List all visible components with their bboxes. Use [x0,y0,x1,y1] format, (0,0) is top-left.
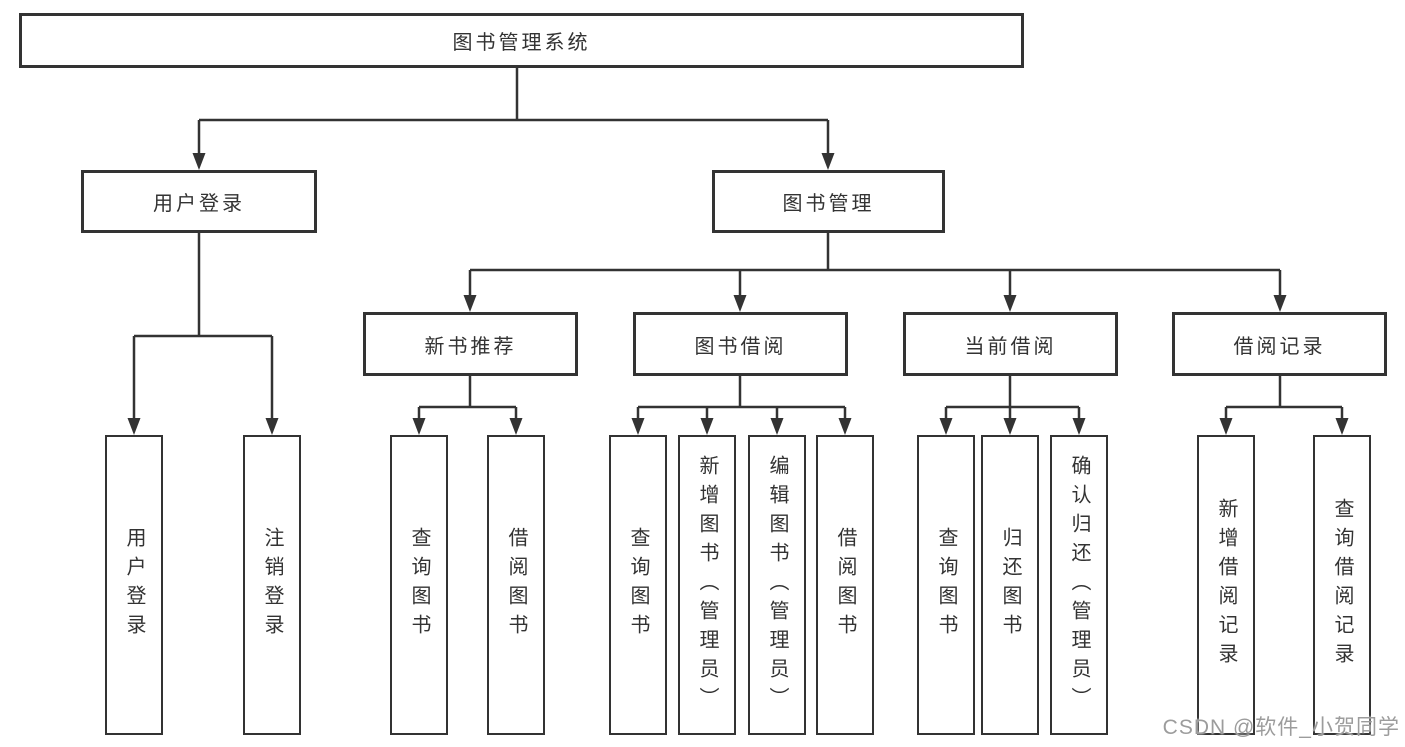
leaf-borrow-borrow-books-label: 借阅图书 [834,527,856,643]
node-book-borrowing-label: 图书借阅 [694,335,787,358]
leaf-newbook-borrow-books: 借阅图书 [487,435,545,735]
node-current-borrowing-label: 当前借阅 [964,335,1057,358]
leaf-current-query-books: 查询图书 [917,435,975,735]
leaf-user-login-label: 用户登录 [123,527,145,643]
leaf-logout: 注销登录 [243,435,301,735]
node-user-login: 用户登录 [81,170,317,233]
connector-newbook-to-leaves [412,376,523,435]
leaf-current-confirm-return-admin-label: 确认归还（管理员） [1068,454,1090,716]
leaf-borrow-edit-books-admin-label: 编辑图书（管理员） [766,454,788,716]
node-new-book-recommend: 新书推荐 [363,312,578,376]
leaf-record-query-borrow-record-label: 查询借阅记录 [1331,498,1353,672]
leaf-record-query-borrow-record: 查询借阅记录 [1313,435,1371,735]
leaf-borrow-add-books-admin-label: 新增图书（管理员） [696,454,718,716]
leaf-borrow-borrow-books: 借阅图书 [816,435,874,735]
leaf-newbook-borrow-books-label: 借阅图书 [505,527,527,643]
connector-root-to-level2 [192,68,835,170]
leaf-current-return-books-label: 归还图书 [999,527,1021,643]
node-borrowing-records: 借阅记录 [1172,312,1387,376]
leaf-current-confirm-return-admin: 确认归还（管理员） [1050,435,1108,735]
leaf-logout-label: 注销登录 [261,527,283,643]
leaf-borrow-edit-books-admin: 编辑图书（管理员） [748,435,806,735]
leaf-borrow-add-books-admin: 新增图书（管理员） [678,435,736,735]
node-borrowing-records-label: 借阅记录 [1233,335,1326,358]
leaf-borrow-query-books-label: 查询图书 [627,527,649,643]
node-book-management: 图书管理 [712,170,945,233]
connector-currentborrow-to-leaves [939,376,1086,435]
leaf-borrow-query-books: 查询图书 [609,435,667,735]
node-root-label: 图书管理系统 [452,32,591,54]
leaf-record-add-borrow-record: 新增借阅记录 [1197,435,1255,735]
connector-borrowrecord-to-leaves [1219,376,1349,435]
leaf-current-return-books: 归还图书 [981,435,1039,735]
leaf-newbook-query-books-label: 查询图书 [408,527,430,643]
leaf-newbook-query-books: 查询图书 [390,435,448,735]
node-new-book-recommend-label: 新书推荐 [424,335,517,358]
leaf-user-login: 用户登录 [105,435,163,735]
csdn-watermark: CSDN @软件_小贺同学 [1162,716,1400,739]
node-book-borrowing: 图书借阅 [633,312,848,376]
connector-bookmgmt-to-level3 [463,233,1287,312]
node-current-borrowing: 当前借阅 [903,312,1118,376]
node-book-management-label: 图书管理 [782,193,875,215]
leaf-record-add-borrow-record-label: 新增借阅记录 [1215,498,1237,672]
node-user-login-label: 用户登录 [153,193,245,215]
node-root-system: 图书管理系统 [19,13,1024,68]
leaf-current-query-books-label: 查询图书 [935,527,957,643]
connector-userlogin-to-leaves [127,233,279,435]
connector-bookborrow-to-leaves [631,376,852,435]
